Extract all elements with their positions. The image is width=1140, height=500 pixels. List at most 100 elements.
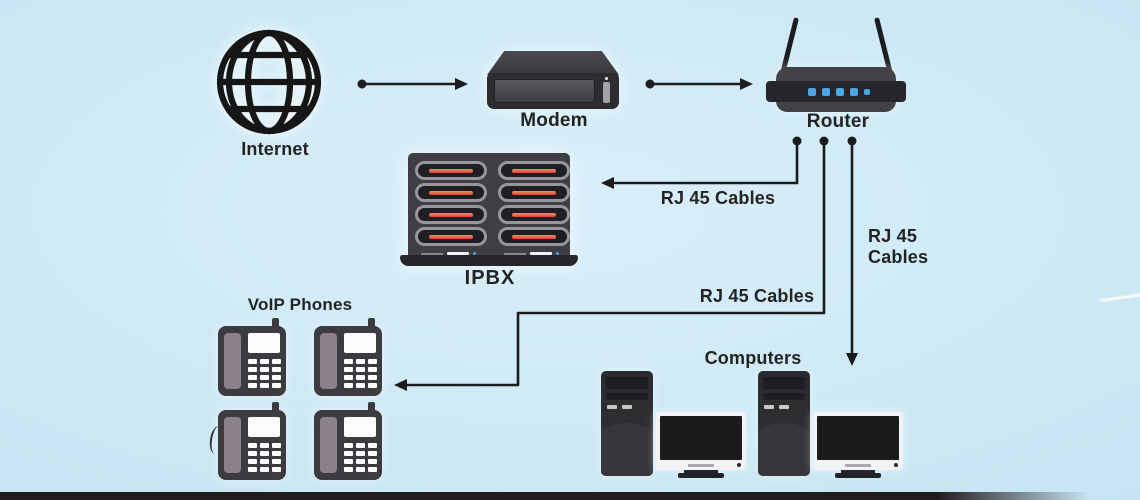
pc-monitor [656, 412, 746, 470]
tower-buttons [607, 405, 632, 409]
ipbx-label: IPBX [464, 267, 516, 289]
monitor-stand-base [835, 473, 881, 478]
ipbx-slot [415, 161, 487, 180]
ipbx-status-led [556, 252, 559, 255]
connector-dot [792, 136, 802, 146]
phone-key [260, 451, 269, 456]
phone-key [260, 459, 269, 464]
phone-key [344, 467, 353, 472]
ipbx-slot-bar [512, 190, 556, 195]
ipbx-slot-bar [429, 212, 473, 217]
modem-power-led [605, 77, 608, 80]
phone-key [356, 443, 365, 448]
ipbx-status-led [473, 252, 476, 255]
tower-buttons [764, 405, 789, 409]
arrowhead-left-icon [394, 379, 407, 391]
router-led [850, 87, 858, 96]
ipbx-slot [498, 183, 570, 202]
monitor-screen [817, 416, 899, 460]
arrowhead-left-icon [601, 177, 614, 189]
phone-key [272, 467, 281, 472]
globe-icon [216, 29, 322, 135]
arrowhead-right-icon [455, 78, 468, 90]
phone-key [272, 443, 281, 448]
phone-key [356, 459, 365, 464]
ipbx-slot [415, 205, 487, 224]
phone-key [272, 375, 281, 380]
phone-keypad [344, 359, 378, 388]
ipbx-slot-bar [429, 190, 473, 195]
router-led [836, 87, 844, 96]
monitor-vent [688, 464, 714, 467]
ipbx-status-dash [504, 252, 526, 255]
ipbx-slot [415, 183, 487, 202]
tower-drive-bay [606, 377, 648, 389]
connector-dot [819, 136, 829, 146]
ipbx-slot [498, 205, 570, 224]
phone-key [368, 367, 377, 372]
voip-phones-label: VoIP Phones [247, 295, 353, 314]
ipbx-rack [408, 153, 570, 255]
tower-panel-curve [758, 423, 810, 476]
modem-indicator-bar [603, 82, 610, 103]
connector-dot [847, 136, 857, 146]
floor-shadow-strip [0, 492, 1090, 500]
modem-front-panel [487, 73, 619, 109]
phone-key [356, 467, 365, 472]
computer-workstation [758, 371, 908, 478]
phone-key [248, 443, 257, 448]
ipbx-column [498, 161, 570, 255]
phone-key [356, 359, 365, 364]
phone-keypad [344, 443, 378, 472]
connector-dot [357, 79, 367, 89]
ipbx-status-row [415, 252, 487, 255]
phone-key [344, 359, 353, 364]
phone-key [344, 383, 353, 388]
phone-key [260, 375, 269, 380]
router-led-row [766, 81, 906, 102]
phone-key [368, 359, 377, 364]
phone-key [260, 367, 269, 372]
phone-display [248, 333, 280, 353]
modem-drive-slot [494, 79, 595, 103]
phone-key [368, 451, 377, 456]
voip-phone [218, 318, 286, 396]
phone-key [248, 367, 257, 372]
phone-key [260, 467, 269, 472]
phone-key [368, 467, 377, 472]
phone-key [368, 383, 377, 388]
ipbx-slot [498, 227, 570, 246]
arrowhead-right-icon [740, 78, 753, 90]
pc-monitor [813, 412, 903, 470]
phone-handset-icon [224, 333, 241, 389]
tower-button [622, 405, 632, 409]
phone-key [356, 383, 365, 388]
router-led [808, 87, 816, 96]
monitor-stand [684, 470, 718, 474]
tower-button [607, 405, 617, 409]
modem-top-face [487, 51, 619, 75]
monitor-stand-base [678, 473, 724, 478]
ipbx-slot-bar [512, 168, 556, 173]
phone-key [272, 383, 281, 388]
phone-antenna-icon [368, 402, 375, 412]
phone-display [344, 333, 376, 353]
voip-phone [207, 402, 286, 480]
cable-label-line2: Cables [868, 247, 929, 267]
tower-button [764, 405, 774, 409]
phone-keypad [248, 359, 282, 388]
phone-key [344, 375, 353, 380]
internet-node [213, 26, 325, 138]
ipbx-status-row [498, 252, 570, 255]
cable-label-router-ipbx: RJ 45 Cables [660, 188, 776, 208]
phone-key [260, 359, 269, 364]
ipbx-slot-bar [429, 234, 473, 239]
voip-phone [314, 402, 382, 480]
phone-handset-icon [224, 417, 241, 473]
phone-key [260, 443, 269, 448]
phone-display [248, 417, 280, 437]
ipbx-slot-bar [429, 168, 473, 173]
phone-key [248, 383, 257, 388]
ipbx-slot-bar [512, 212, 556, 217]
